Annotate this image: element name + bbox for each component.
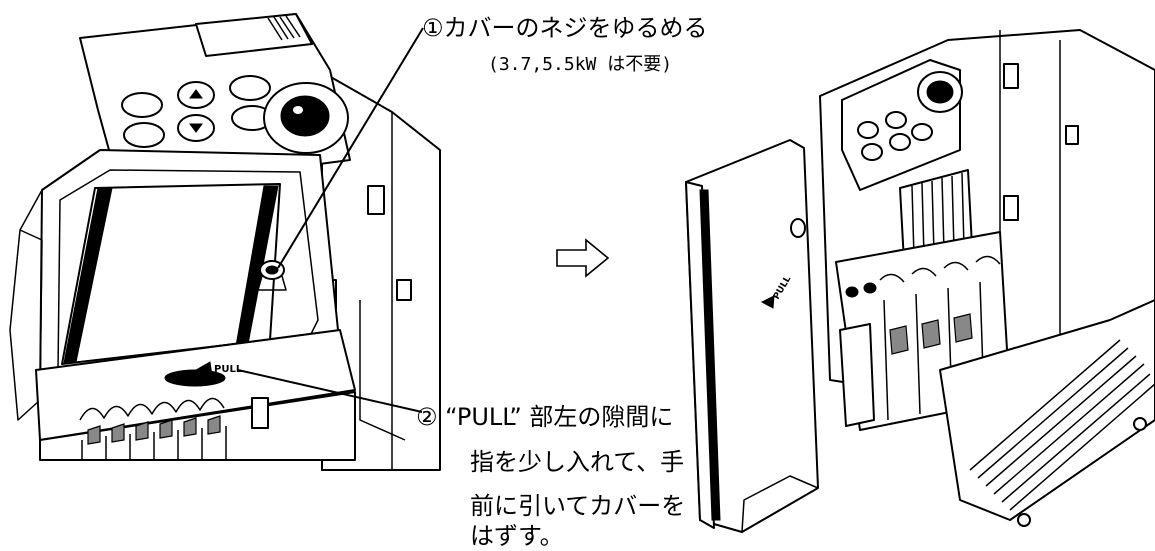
cover-screw — [257, 260, 287, 291]
terminal-block — [79, 397, 227, 460]
step2-instruction-line: ② “PULL” 部左の隙間に — [416, 403, 674, 431]
setting-dial — [263, 82, 349, 154]
step1-leader-line — [277, 27, 424, 269]
detached-cover: PULL — [685, 139, 819, 533]
step2-instruction-line: 指を少し入れて、手 — [470, 448, 685, 476]
panel-vent-lines — [267, 15, 301, 41]
inverter-cover-removed: PULL — [685, 29, 1155, 533]
step1-instruction: ①カバーのネジをゆるめる — [422, 14, 708, 42]
step2-leader-line — [237, 369, 423, 413]
inverter-with-cover: PULL — [9, 13, 441, 471]
step2-instruction-line: はずす。 — [470, 522, 564, 550]
panel-buttons — [121, 75, 273, 148]
pull-label: PULL — [214, 364, 243, 375]
heatsink-fins — [939, 299, 1155, 527]
arrow-right-icon — [556, 238, 610, 278]
step2-instruction-line: 前に引いてカバーを — [470, 492, 686, 520]
step1-note: (3.7,5.5kW は不要) — [488, 54, 673, 75]
